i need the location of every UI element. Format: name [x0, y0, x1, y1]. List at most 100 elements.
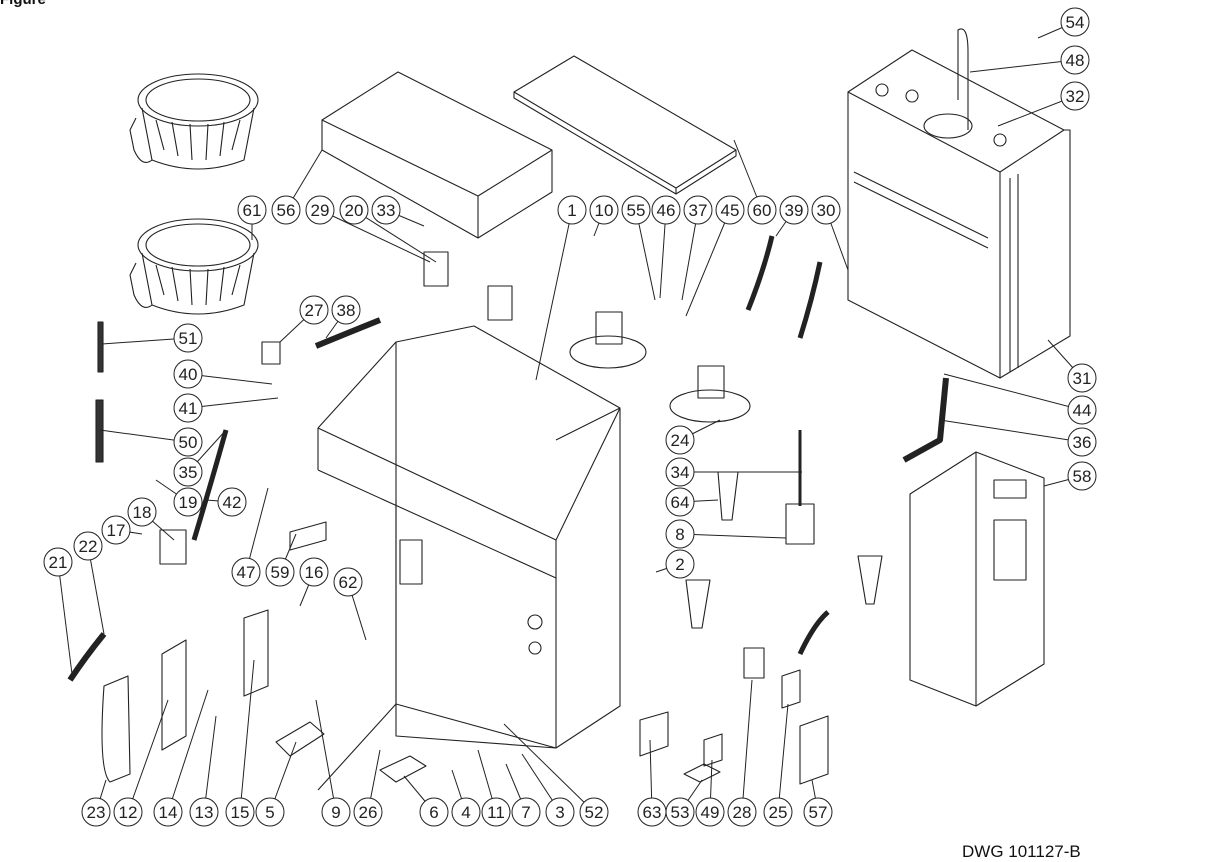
sprayhead-left [569, 335, 647, 369]
hose-25b [797, 610, 830, 656]
callout-number-45: 45 [721, 201, 740, 220]
callout-number-10: 10 [595, 201, 614, 220]
callout-circle-33 [371, 195, 401, 225]
callout-circle-52 [579, 797, 609, 827]
callout-number-19: 19 [179, 493, 198, 512]
callout-1: 1 [535, 195, 587, 381]
callout-circle-30 [811, 195, 841, 225]
hose-30b [797, 261, 823, 339]
callout-17: 17 [101, 515, 143, 545]
leader-line-46 [659, 209, 667, 299]
bracket-15 [243, 609, 269, 697]
callout-circle-2 [665, 549, 695, 579]
callout-circle-50 [173, 427, 203, 457]
callout-56: 56 [271, 149, 323, 225]
callout-circle-26 [353, 797, 383, 827]
inlet-21 [67, 632, 107, 682]
callout-64: 64 [665, 487, 719, 517]
callout-49: 49 [695, 759, 725, 827]
callout-48: 48 [969, 45, 1090, 75]
callout-number-11: 11 [487, 803, 505, 822]
leader-line-52 [503, 723, 595, 813]
callout-circle-18 [127, 497, 157, 527]
callout-circle-44 [1067, 395, 1097, 425]
terminal-block-6 [379, 755, 427, 783]
leader-line-8 [679, 533, 787, 539]
tube-50 [95, 399, 104, 463]
callout-number-3: 3 [555, 803, 564, 822]
callout-2: 2 [655, 549, 695, 579]
callout-number-27: 27 [305, 301, 324, 320]
callout-circle-23 [81, 797, 111, 827]
callout-27: 27 [279, 295, 329, 343]
callout-26: 26 [353, 749, 383, 827]
callout-number-13: 13 [195, 803, 214, 822]
callout-circle-19 [173, 487, 203, 517]
callout-number-39: 39 [785, 201, 804, 220]
valve-28 [743, 647, 765, 679]
callout-13: 13 [189, 715, 219, 827]
leader-line-37 [681, 209, 699, 301]
callout-10: 10 [589, 195, 619, 237]
callout-number-53: 53 [671, 803, 690, 822]
callout-40: 40 [173, 359, 273, 389]
callout-number-52: 52 [585, 803, 604, 822]
switch-cover-23 [101, 675, 131, 783]
callout-circle-20 [339, 195, 369, 225]
callout-number-46: 46 [657, 201, 676, 220]
callout-25: 25 [763, 703, 793, 827]
leader-line-29 [319, 209, 431, 263]
leader-line-28 [741, 679, 753, 813]
callout-circle-57 [803, 797, 833, 827]
callout-circle-49 [695, 797, 725, 827]
callout-circle-39 [779, 195, 809, 225]
timer-5 [275, 721, 325, 757]
callout-number-20: 20 [345, 201, 364, 220]
callout-35: 35 [173, 429, 227, 487]
callout-number-23: 23 [87, 803, 106, 822]
callout-number-60: 60 [753, 201, 772, 220]
callout-circle-48 [1060, 45, 1090, 75]
leader-line-14 [167, 689, 209, 813]
callout-circle-10 [589, 195, 619, 225]
callout-number-2: 2 [675, 555, 684, 574]
callout-number-12: 12 [119, 803, 138, 822]
callout-36: 36 [939, 419, 1097, 457]
callout-circle-35 [173, 457, 203, 487]
callout-number-49: 49 [701, 803, 720, 822]
callout-number-35: 35 [179, 463, 198, 482]
callout-number-5: 5 [265, 803, 274, 822]
callout-number-63: 63 [643, 803, 662, 822]
callout-circle-34 [665, 457, 695, 487]
callout-31: 31 [1047, 339, 1097, 393]
callout-circle-25 [763, 797, 793, 827]
callout-number-4: 4 [461, 803, 470, 822]
callout-number-58: 58 [1073, 467, 1092, 486]
callout-number-54: 54 [1066, 13, 1085, 32]
callout-circle-59 [265, 557, 295, 587]
callout-circle-29 [305, 195, 335, 225]
callout-circle-61 [237, 195, 267, 225]
leader-line-25 [777, 703, 789, 813]
figure-header: Figure [0, 0, 46, 8]
callout-29: 29 [305, 195, 431, 263]
valve-upper-middle [487, 285, 513, 321]
callout-3: 3 [521, 753, 575, 827]
callout-6: 6 [403, 775, 449, 827]
callout-circle-12 [113, 797, 143, 827]
callout-53: 53 [665, 779, 703, 827]
callout-15: 15 [225, 659, 255, 827]
callout-30: 30 [811, 195, 849, 271]
hose-42 [191, 429, 229, 541]
callout-number-25: 25 [769, 803, 788, 822]
callout-14: 14 [153, 689, 209, 827]
callout-62: 62 [333, 567, 367, 641]
label-53 [683, 763, 721, 783]
callout-number-47: 47 [237, 563, 256, 582]
callout-circle-60 [747, 195, 777, 225]
callout-circle-16 [299, 557, 329, 587]
callout-39: 39 [775, 195, 809, 237]
callout-number-34: 34 [671, 463, 690, 482]
callout-circle-42 [217, 487, 247, 517]
callout-number-16: 16 [305, 563, 324, 582]
